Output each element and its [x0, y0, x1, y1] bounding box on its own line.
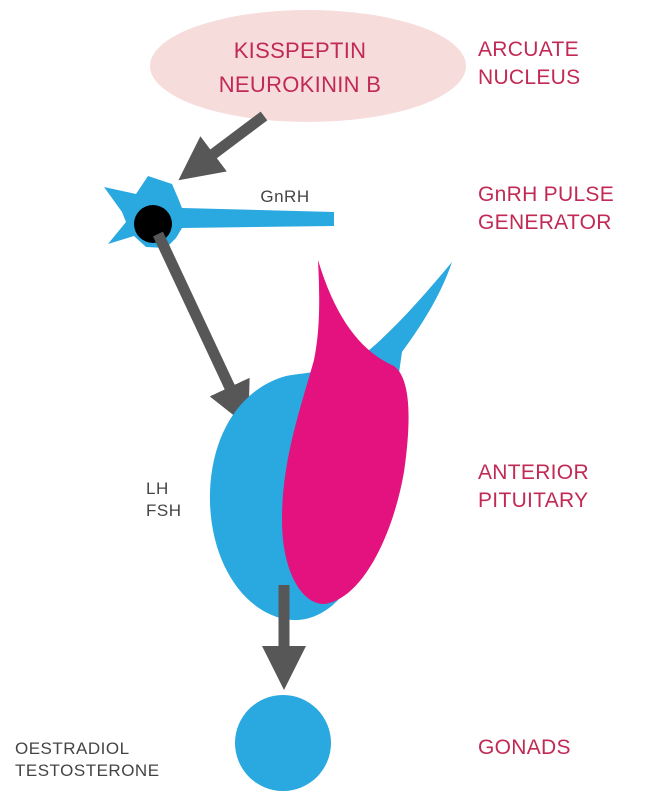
- region-pulse-generator-line1: GnRH PULSE: [478, 183, 614, 206]
- posterior-pituitary-shape: [282, 260, 409, 604]
- region-gonads: GONADS: [478, 736, 571, 759]
- arcuate-ellipse: [150, 10, 466, 122]
- testosterone-label: TESTOSTERONE: [15, 761, 160, 780]
- neuron-cell-body: [134, 205, 172, 243]
- region-arcuate-line1: ARCUATE: [478, 38, 579, 61]
- fsh-label: FSH: [146, 501, 182, 520]
- gonads-circle: [235, 695, 331, 791]
- region-pulse-generator-line2: GENERATOR: [478, 211, 612, 234]
- gnrh-label: GnRH: [260, 187, 309, 206]
- arrow-kisspeptin-to-gnrh: [196, 116, 264, 167]
- lh-label: LH: [146, 479, 169, 498]
- arrow-gnrh-to-pituitary: [158, 234, 239, 407]
- region-anterior-pituitary-line2: PITUITARY: [478, 489, 588, 512]
- region-arcuate-line2: NUCLEUS: [478, 66, 580, 89]
- neurokinin-b-label: NEUROKININ B: [219, 72, 382, 97]
- oestradiol-label: OESTRADIOL: [15, 739, 130, 758]
- region-anterior-pituitary-line1: ANTERIOR: [478, 461, 589, 484]
- kisspeptin-label: KISSPEPTIN: [234, 38, 367, 63]
